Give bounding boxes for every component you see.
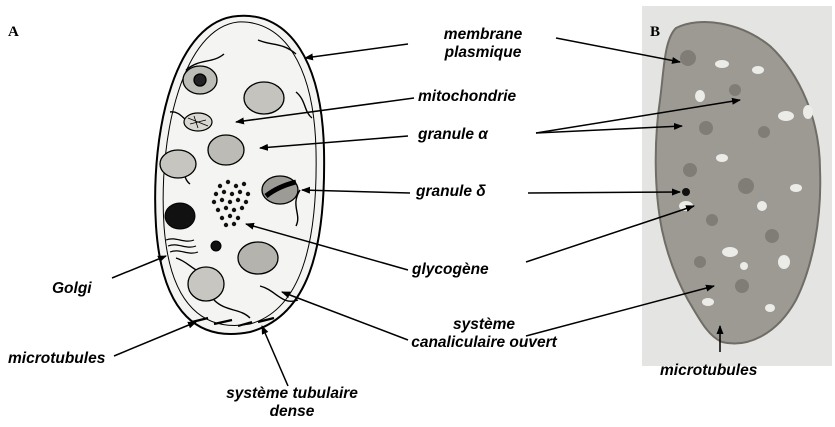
label-membrane-plasmique: membrane plasmique <box>418 26 548 62</box>
label-granule-alpha: granule α <box>418 126 488 144</box>
label-glycogene: glycogène <box>412 261 489 279</box>
panel-label-a: A <box>8 24 19 41</box>
label-granule-delta: granule δ <box>416 183 486 201</box>
label-microtubules-right: microtubules <box>660 362 757 380</box>
label-mitochondrie: mitochondrie <box>418 88 516 106</box>
label-systeme-tubulaire-dense: système tubulaire dense <box>212 385 372 421</box>
label-tubulaire-line2: dense <box>212 403 372 421</box>
label-systeme-canaliculaire-ouvert: système canaliculaire ouvert <box>392 316 576 352</box>
label-membrane-line1: membrane <box>418 26 548 44</box>
label-golgi: Golgi <box>52 280 92 298</box>
label-systeme-line2: canaliculaire ouvert <box>392 334 576 352</box>
label-membrane-line2: plasmique <box>418 44 548 62</box>
label-tubulaire-line1: système tubulaire <box>212 385 372 403</box>
arrow-microtubules-a <box>114 322 196 356</box>
micrograph-delta-granule <box>682 188 690 196</box>
label-microtubules-left: microtubules <box>8 350 105 368</box>
platelet-drawing <box>155 16 324 334</box>
arrow-granule-delta-b <box>528 192 680 193</box>
arrow-membrane-a <box>305 44 408 58</box>
delta-granule-b <box>165 203 195 229</box>
arrow-systeme-canaliculaire <box>282 292 408 340</box>
arrow-golgi <box>112 256 166 278</box>
label-systeme-line1: système <box>392 316 576 334</box>
arrow-tubulaire-dense <box>262 326 288 386</box>
panel-label-b: B <box>650 24 660 41</box>
